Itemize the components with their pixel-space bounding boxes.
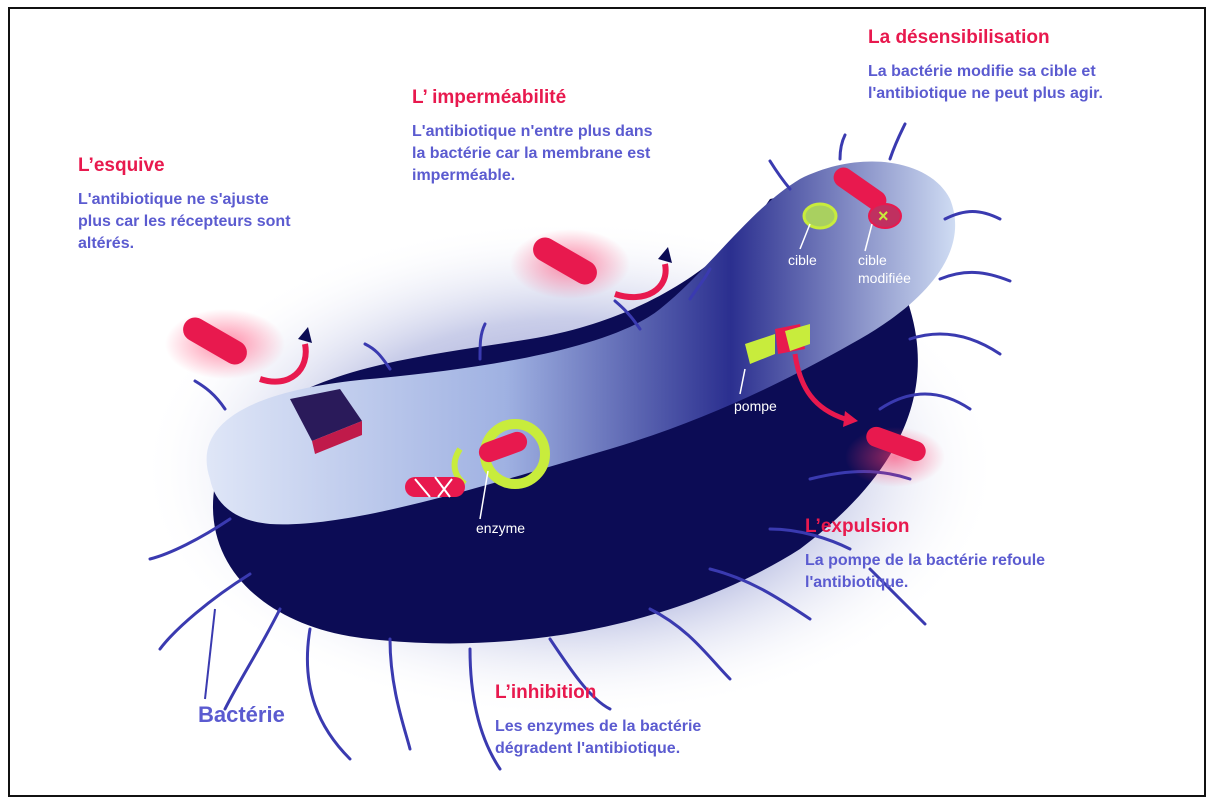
title-desensibilisation: La désensibilisation <box>868 27 1103 49</box>
desc-expulsion: La pompe de la bactérie refoule l'antibi… <box>805 550 1045 594</box>
target-circle <box>804 204 836 228</box>
desc-desensibilisation: La bactérie modifie sa cible et l'antibi… <box>868 61 1103 105</box>
label-cible: cible <box>788 251 817 269</box>
diagram-frame: × L’esquive L'antibiotique ne s'ajuste p… <box>8 7 1206 797</box>
block-desensibilisation: La désensibilisation La bactérie modifie… <box>868 27 1103 105</box>
title-esquive: L’esquive <box>78 155 291 177</box>
label-cible-modifiee: cible modifiée <box>858 251 911 287</box>
block-expulsion: L’expulsion La pompe de la bactérie refo… <box>805 516 1045 594</box>
title-expulsion: L’expulsion <box>805 516 1045 538</box>
label-enzyme: enzyme <box>476 519 525 537</box>
degraded-antibiotic <box>405 477 465 497</box>
desc-inhibition: Les enzymes de la bactérie dégradent l'a… <box>495 716 701 760</box>
bacterie-leader <box>205 609 215 699</box>
label-bacterie: Bactérie <box>198 702 285 728</box>
x-mark-icon: × <box>878 206 889 226</box>
title-impermeabilite: L’ imperméabilité <box>412 87 653 109</box>
block-inhibition: L’inhibition Les enzymes de la bactérie … <box>495 682 701 760</box>
title-inhibition: L’inhibition <box>495 682 701 704</box>
block-esquive: L’esquive L'antibiotique ne s'ajuste plu… <box>78 155 291 255</box>
desc-esquive: L'antibiotique ne s'ajuste plus car les … <box>78 189 291 255</box>
label-pompe: pompe <box>734 397 777 415</box>
desc-impermeabilite: L'antibiotique n'entre plus dans la bact… <box>412 121 653 187</box>
block-impermeabilite: L’ imperméabilité L'antibiotique n'entre… <box>412 87 653 187</box>
